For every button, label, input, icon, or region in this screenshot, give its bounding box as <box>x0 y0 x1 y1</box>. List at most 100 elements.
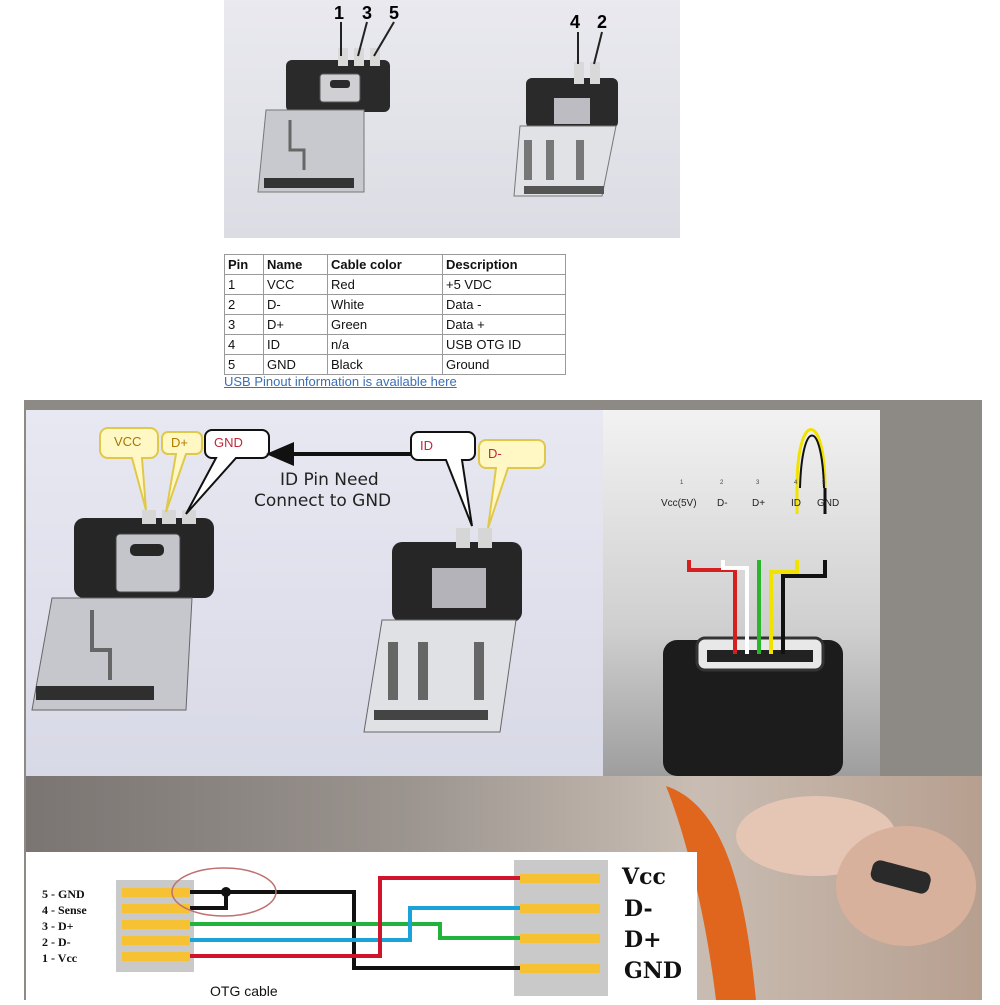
callout-dminus <box>478 439 546 529</box>
wire-gnd-line <box>190 890 520 970</box>
right-pad-vcc <box>520 874 600 883</box>
cell-name: D- <box>263 294 328 315</box>
table-row: 5 GND Black Ground <box>224 354 566 375</box>
leader-line-5 <box>373 21 395 57</box>
otg-right-label-dminus: D- <box>624 896 653 922</box>
otg-cable-caption: OTG cable <box>210 983 278 999</box>
left-pad-3 <box>122 920 190 929</box>
cable-pin-number-5: 5 <box>822 480 826 486</box>
otg-wiring-diagram: 5 - GND 4 - Sense 3 - D+ 2 - D- 1 - Vcc … <box>26 852 697 1000</box>
otg-left-label-gnd: 5 - GND <box>42 887 85 901</box>
leader-line-2 <box>593 31 603 65</box>
cell-pin: 5 <box>224 354 264 375</box>
cell-pin: 2 <box>224 294 264 315</box>
connector-illustration <box>257 21 618 197</box>
table-row: 3 D+ Green Data + <box>224 314 566 335</box>
cell-name: ID <box>263 334 328 355</box>
left-pad-2 <box>122 936 190 945</box>
cell-pin: 3 <box>224 314 264 335</box>
cable-pin-number-2: 2 <box>720 480 724 486</box>
cutter-handle <box>666 786 756 1000</box>
otg-right-label-dplus: D+ <box>624 927 662 953</box>
pin-number-2: 2 <box>597 12 608 32</box>
header-cable-color: Cable color <box>327 254 443 275</box>
sense-gnd-highlight-circle <box>171 867 277 917</box>
cell-description: Data - <box>442 294 566 315</box>
cable-pin-number-4: 4 <box>794 480 798 486</box>
id-gnd-loop-black <box>799 434 825 489</box>
callout-id-label: ID <box>420 438 433 453</box>
cable-pin-number-1: 1 <box>680 480 684 486</box>
cable-boot <box>663 640 843 776</box>
cable-label-id: ID <box>791 498 801 509</box>
cell-pin: 4 <box>224 334 264 355</box>
pin-number-3: 3 <box>362 3 373 23</box>
left-plug-large <box>31 510 214 711</box>
callout-vcc-label: VCC <box>114 434 142 449</box>
otg-left-label-dplus: 3 - D+ <box>42 919 74 933</box>
header-pin: Pin <box>224 254 264 275</box>
table-row: 2 D- White Data - <box>224 294 566 315</box>
wire-vcc <box>687 560 737 654</box>
callout-connector-photo: VCC D+ GND ID D- ID Pin Need Connect to … <box>26 410 603 776</box>
otg-left-label-sense: 4 - Sense <box>42 903 87 917</box>
wire-sense-to-gnd <box>190 892 228 910</box>
callout-gnd <box>185 429 270 515</box>
cable-pin-number-3: 3 <box>756 480 760 486</box>
header-name: Name <box>263 254 328 275</box>
callout-vcc <box>99 427 159 511</box>
cell-description: USB OTG ID <box>442 334 566 355</box>
wire-vcc-line <box>190 876 520 958</box>
cable-label-dplus: D+ <box>752 498 766 509</box>
cell-color: Black <box>327 354 443 375</box>
pin-number-1: 1 <box>334 3 345 23</box>
id-pin-note-line1: ID Pin Need <box>280 470 379 490</box>
right-plug-large <box>363 528 522 733</box>
right-pad-dplus <box>520 934 600 943</box>
otg-left-label-vcc: 1 - Vcc <box>42 951 78 965</box>
left-pad-4 <box>122 904 190 913</box>
otg-left-label-dminus: 2 - D- <box>42 935 71 949</box>
callout-dplus-label: D+ <box>171 435 188 450</box>
wire-dplus-line <box>190 922 520 940</box>
id-gnd-loop-yellow <box>795 428 827 489</box>
cell-color: n/a <box>327 334 443 355</box>
right-pad-dminus <box>520 904 600 913</box>
hand-photo-illustration <box>666 786 976 1000</box>
cell-name: VCC <box>263 274 328 295</box>
cell-pin: 1 <box>224 274 264 295</box>
wire-id <box>769 560 799 654</box>
right-pad-gnd <box>520 964 600 973</box>
cell-color: Red <box>327 274 443 295</box>
header-description: Description <box>442 254 566 275</box>
cell-description: +5 VDC <box>442 274 566 295</box>
cable-label-dminus: D- <box>717 498 728 509</box>
cell-color: Green <box>327 314 443 335</box>
callout-dplus <box>161 431 203 513</box>
cell-color: White <box>327 294 443 315</box>
pin-number-4: 4 <box>570 12 581 32</box>
callout-illustration <box>31 427 546 733</box>
wired-cable-illustration <box>663 428 843 776</box>
table-row: 1 VCC Red +5 VDC <box>224 274 566 295</box>
cell-name: GND <box>263 354 328 375</box>
cell-description: Ground <box>442 354 566 375</box>
leader-line-3 <box>357 21 368 57</box>
otg-wiring-svg <box>116 860 608 996</box>
table-row: 4 ID n/a USB OTG ID <box>224 334 566 355</box>
left-pad-5 <box>122 888 190 897</box>
id-pin-note-line2: Connect to GND <box>254 491 392 511</box>
cable-label-vcc: Vcc(5V) <box>661 498 697 509</box>
pinout-table: Pin Name Cable color Description 1 VCC R… <box>224 254 566 375</box>
callout-id <box>410 431 476 527</box>
junction-dot <box>221 887 231 897</box>
wire-gnd <box>781 560 827 654</box>
top-connector-photo: 1 3 5 4 2 <box>224 0 680 238</box>
left-plug <box>257 48 390 193</box>
cable-label-gnd: GND <box>817 498 840 509</box>
pinout-info-link[interactable]: USB Pinout information is available here <box>224 374 457 389</box>
right-plug <box>513 62 618 197</box>
otg-right-label-gnd: GND <box>624 958 682 984</box>
pin-number-5: 5 <box>389 3 400 23</box>
callout-dminus-label: D- <box>488 446 502 461</box>
